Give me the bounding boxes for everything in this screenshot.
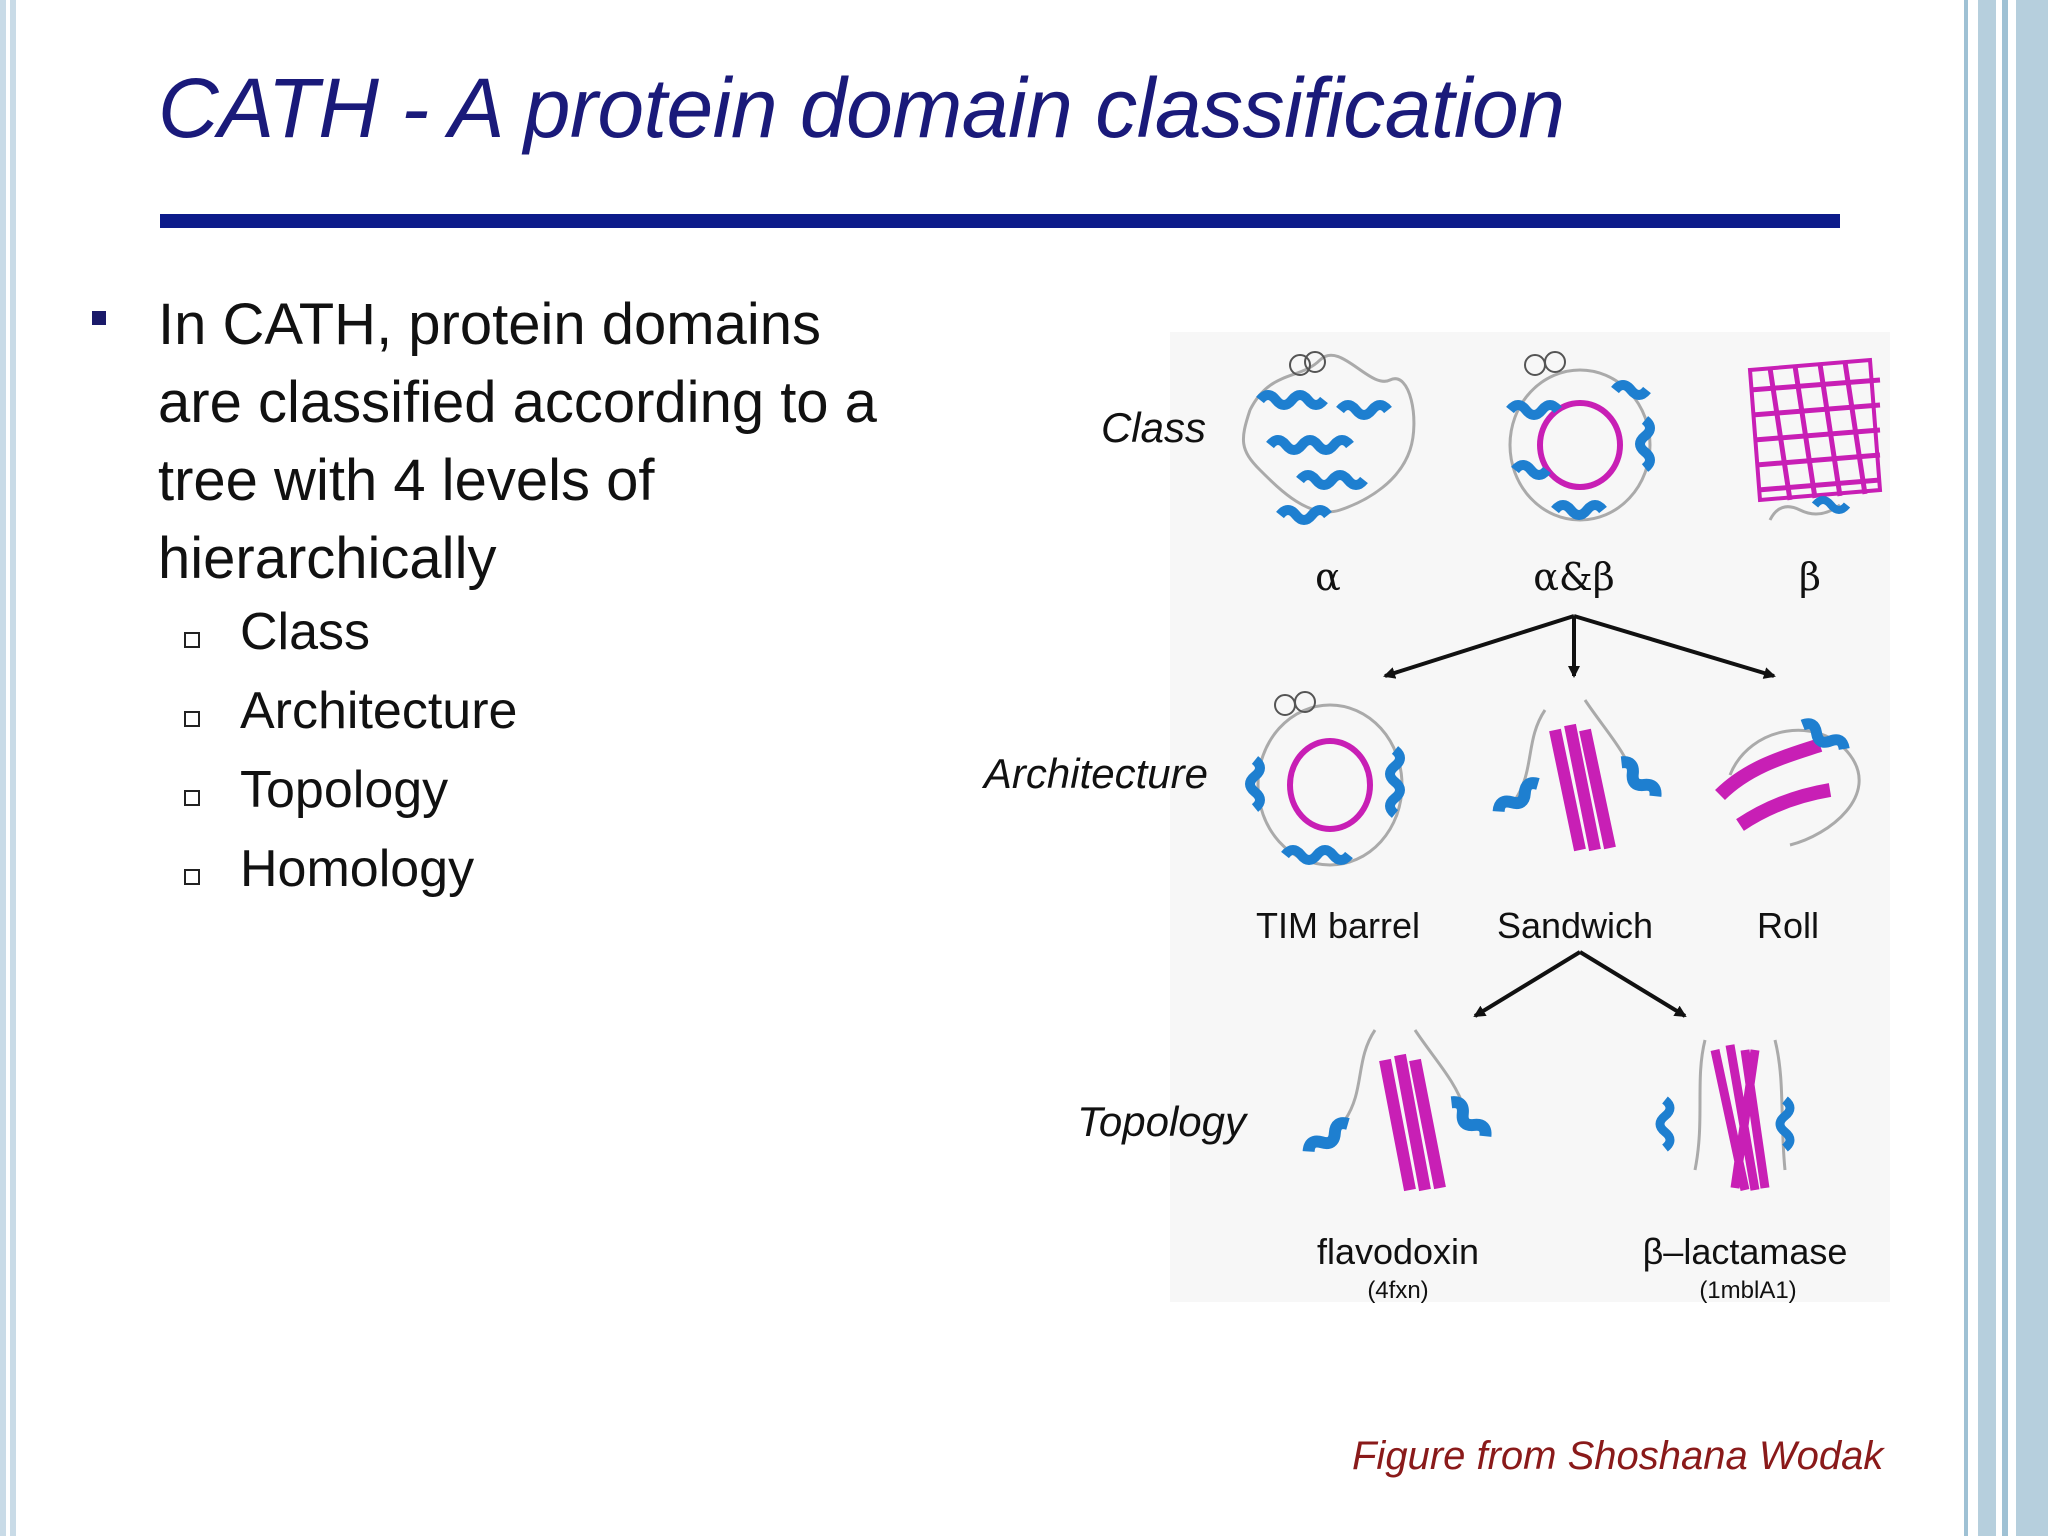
- topology-item-flavodoxin: flavodoxin: [1317, 1231, 1479, 1272]
- row-label-class: Class: [1101, 404, 1206, 451]
- flavodoxin-structure-icon: [1302, 1029, 1492, 1192]
- alpha-beta-class-structure-icon: [1506, 351, 1655, 522]
- tim-barrel-structure-icon: [1245, 691, 1405, 867]
- topology-item-beta-lactamase: β–lactamase: [1643, 1231, 1848, 1272]
- arrow-to-tim-barrel: [1383, 614, 1575, 679]
- cath-hierarchy-figure: Class Architecture Topology: [940, 320, 1900, 1310]
- row-label-architecture: Architecture: [981, 750, 1208, 797]
- architecture-item-tim-barrel: TIM barrel: [1256, 905, 1420, 946]
- cath-figure-svg: Class Architecture Topology: [981, 332, 1890, 1304]
- level-label-architecture: Architecture: [240, 682, 518, 740]
- hollow-square-bullet-icon: [184, 869, 200, 885]
- arrow-to-flavodoxin: [1473, 950, 1582, 1018]
- beta-class-structure-icon: [1747, 357, 1883, 521]
- right-frame-border: [1960, 0, 2048, 1536]
- level-label-topology: Topology: [240, 761, 449, 819]
- row-label-topology: Topology: [1077, 1098, 1249, 1145]
- class-item-alpha-beta: α&β: [1533, 555, 1614, 599]
- main-bullet-text: In CATH, protein domains are classified …: [158, 292, 877, 591]
- architecture-item-sandwich: Sandwich: [1497, 905, 1653, 946]
- arrow-to-beta-lactamase: [1578, 950, 1687, 1018]
- slide-title: CATH - A protein domain classification: [158, 61, 1565, 155]
- square-bullet-icon: [92, 311, 106, 325]
- left-frame-border: [0, 0, 22, 1536]
- level-label-homology: Homology: [240, 840, 475, 898]
- hollow-square-bullet-icon: [184, 711, 200, 727]
- beta-lactamase-structure-icon: [1655, 1039, 1795, 1191]
- roll-structure-icon: [1715, 718, 1861, 847]
- sandwich-structure-icon: [1492, 699, 1662, 852]
- arrow-to-roll: [1573, 614, 1776, 679]
- hollow-square-bullet-icon: [184, 632, 200, 648]
- class-item-beta: β: [1799, 555, 1821, 599]
- hollow-square-bullet-icon: [184, 790, 200, 806]
- figure-background: [1170, 332, 1890, 1302]
- topology-code-flavodoxin: (4fxn): [1367, 1277, 1428, 1304]
- level-label-class: Class: [240, 603, 371, 661]
- class-item-alpha: α: [1315, 555, 1341, 599]
- figure-credit: Figure from Shoshana Wodak: [1352, 1434, 1884, 1478]
- topology-code-beta-lactamase: (1mblA1): [1699, 1277, 1796, 1304]
- alpha-class-structure-icon: [1241, 351, 1416, 525]
- title-divider: [160, 214, 1840, 228]
- architecture-item-roll: Roll: [1757, 905, 1819, 946]
